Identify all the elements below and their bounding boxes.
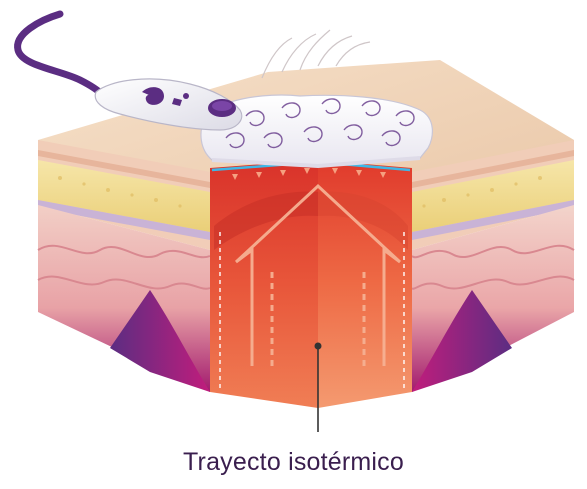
- handpiece-icon: [18, 14, 242, 130]
- heat-zone: [210, 160, 412, 408]
- diagram-caption: Trayecto isotérmico: [0, 448, 587, 477]
